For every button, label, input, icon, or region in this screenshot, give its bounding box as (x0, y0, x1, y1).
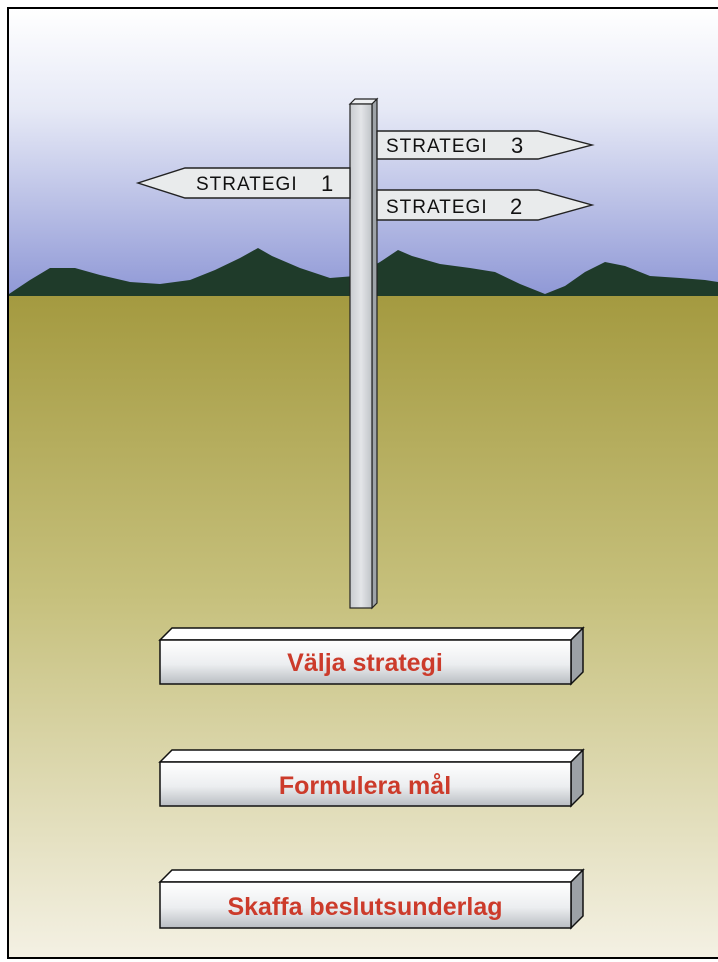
sign-3-word: STRATEGI (386, 136, 488, 157)
signpost (348, 97, 379, 610)
valja-strategi-label: Välja strategi (287, 649, 443, 677)
sign-2-word: STRATEGI (386, 197, 488, 218)
skaffa-beslutsunderlag-label: Skaffa beslutsunderlag (227, 893, 502, 921)
image-frame (7, 7, 718, 959)
sign-2-number: 2 (510, 194, 522, 219)
sign-3-number: 3 (511, 133, 523, 158)
formulera-mal-label: Formulera mål (279, 772, 451, 800)
post-front-face (349, 103, 373, 609)
post-side-face (371, 97, 378, 610)
valja-strategi-button[interactable]: Välja strategi (158, 626, 585, 686)
sign-1-number: 1 (321, 171, 333, 196)
sign-arrow-strategy-3: STRATEGI 3 (376, 130, 595, 160)
sign-1-word: STRATEGI (196, 174, 298, 195)
sign-arrow-strategy-1: STRATEGI 1 (135, 167, 351, 199)
sign-arrow-strategy-2: STRATEGI 2 (376, 189, 595, 221)
skaffa-beslutsunderlag-button[interactable]: Skaffa beslutsunderlag (158, 868, 585, 930)
formulera-mal-button[interactable]: Formulera mål (158, 748, 585, 808)
